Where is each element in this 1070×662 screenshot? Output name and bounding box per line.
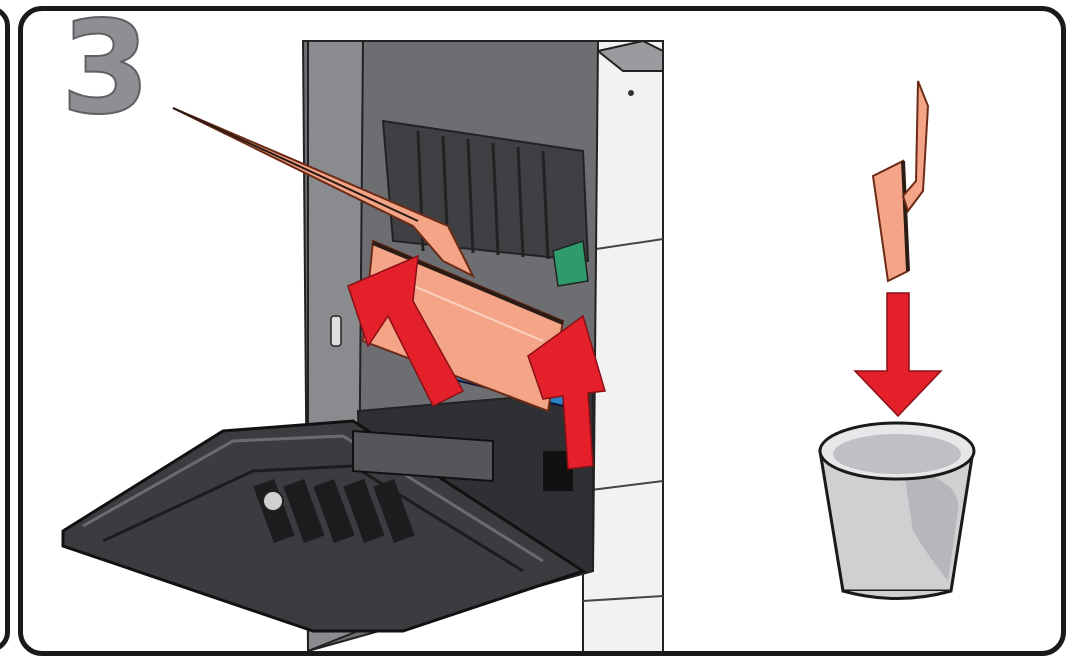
wastebasket-icon [820, 423, 974, 599]
previous-panel-edge [0, 6, 10, 652]
step-illustration [23, 11, 1066, 656]
step-panel: 3 [18, 6, 1066, 656]
red-down-arrow-icon [855, 293, 941, 416]
jammed-paper-icon [873, 81, 928, 281]
